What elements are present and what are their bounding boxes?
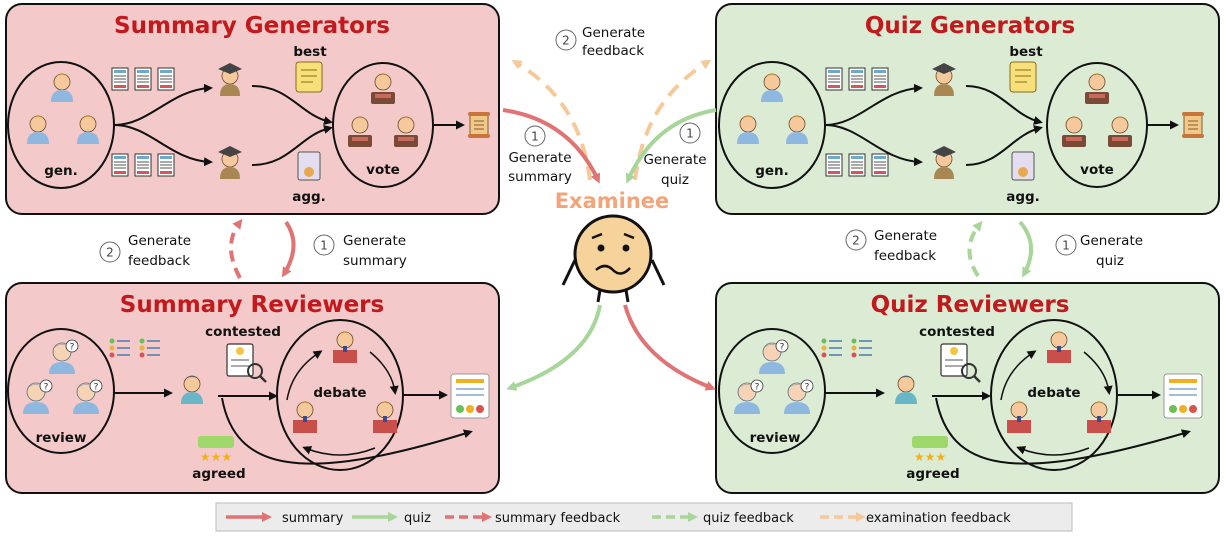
legend-examination-feedback: examination feedback xyxy=(866,511,1011,526)
legend-quiz-feedback: quiz feedback xyxy=(703,511,794,526)
contested-document-icon xyxy=(940,343,981,383)
document-stack-icon xyxy=(111,153,175,177)
agreed-label: agreed xyxy=(192,466,245,482)
gen-label: gen. xyxy=(44,163,78,179)
legend-quiz: quiz xyxy=(404,511,431,526)
document-stack-icon xyxy=(111,67,175,91)
legend-summary-feedback: summary feedback xyxy=(495,511,621,526)
generate-summary-arrow xyxy=(281,220,296,278)
svg-text:feedback: feedback xyxy=(582,43,644,59)
summary-generators-panel xyxy=(5,3,500,215)
rating-card-icon xyxy=(450,373,490,419)
summary-reviewers-panel xyxy=(5,282,500,494)
agreed-badge-icon: ★★★ xyxy=(198,436,234,464)
left-summary-label: 1 Generate summary xyxy=(313,233,407,269)
best-label: best xyxy=(293,44,327,60)
certificate-icon xyxy=(1009,61,1037,93)
agreed-label: agreed xyxy=(906,466,959,482)
svg-text:★★★: ★★★ xyxy=(914,450,946,464)
svg-text:quiz: quiz xyxy=(661,172,689,188)
top-feedback-label: 2 Generate feedback xyxy=(555,25,645,59)
svg-text:Generate: Generate xyxy=(128,233,191,249)
examination-feedback-arrows xyxy=(511,59,712,181)
quiz-to-summary-reviewers-arrow xyxy=(506,304,602,391)
contested-label: contested xyxy=(919,324,995,340)
quiz-reviewers-title: Quiz Reviewers xyxy=(871,292,1070,318)
svg-text:2: 2 xyxy=(106,246,114,260)
svg-text:1: 1 xyxy=(531,130,539,144)
generate-summary-label: 1 Generate summary xyxy=(508,125,572,185)
examinee-face-icon xyxy=(561,214,666,303)
review-label: review xyxy=(36,430,87,446)
legend: summary quiz summary feedback quiz feedb… xyxy=(215,502,1073,532)
summary-generators-title: Summary Generators xyxy=(114,13,390,39)
quiz-feedback-arrow xyxy=(967,220,983,278)
rating-card-icon xyxy=(1163,373,1203,419)
svg-text:1: 1 xyxy=(1062,239,1070,253)
examinee-label: Examinee xyxy=(555,189,670,213)
award-document-icon xyxy=(297,151,321,181)
svg-text:quiz: quiz xyxy=(1096,253,1124,269)
generate-quiz-label: 1 Generate quiz xyxy=(643,122,707,188)
debate-label: debate xyxy=(1027,385,1080,401)
svg-text:★★★: ★★★ xyxy=(200,450,232,464)
svg-text:Generate: Generate xyxy=(1080,233,1143,249)
svg-text:1: 1 xyxy=(320,239,328,253)
svg-text:2: 2 xyxy=(562,34,570,48)
right-feedback-label: 2 Generate feedback xyxy=(845,228,937,264)
left-feedback-label: 2 Generate feedback xyxy=(99,233,191,269)
svg-text:2: 2 xyxy=(852,234,860,248)
certificate-icon xyxy=(295,61,323,93)
agg-label: agg. xyxy=(1006,189,1040,205)
agreed-badge-icon: ★★★ xyxy=(912,436,948,464)
summary-feedback-arrow xyxy=(229,218,243,279)
award-document-icon xyxy=(1011,151,1035,181)
scroll-icon xyxy=(1181,111,1205,139)
review-label: review xyxy=(750,430,801,446)
svg-text:Generate: Generate xyxy=(343,233,406,249)
svg-text:Generate: Generate xyxy=(508,150,571,166)
quiz-to-examinee-arrow xyxy=(625,108,717,184)
right-quiz-label: 1 Generate quiz xyxy=(1055,233,1143,269)
contested-label: contested xyxy=(205,324,281,340)
generate-quiz-arrow xyxy=(1018,220,1033,278)
svg-text:Generate: Generate xyxy=(874,228,937,244)
agg-label: agg. xyxy=(292,189,326,205)
vote-label: vote xyxy=(366,162,400,178)
svg-text:summary: summary xyxy=(508,169,572,185)
summary-to-examinee-arrow xyxy=(502,108,600,184)
svg-text:1: 1 xyxy=(686,127,694,141)
svg-text:summary: summary xyxy=(343,253,407,269)
contested-document-icon xyxy=(226,343,267,383)
summary-reviewers-title: Summary Reviewers xyxy=(120,292,384,318)
svg-text:feedback: feedback xyxy=(128,253,190,269)
document-stack-icon xyxy=(825,153,889,177)
legend-summary: summary xyxy=(282,511,344,526)
svg-text:Generate: Generate xyxy=(582,25,645,41)
document-stack-icon xyxy=(825,67,889,91)
review-group: review xyxy=(718,328,826,454)
debate-label: debate xyxy=(313,385,366,401)
quiz-generators-title: Quiz Generators xyxy=(865,13,1075,39)
vote-label: vote xyxy=(1080,162,1114,178)
best-label: best xyxy=(1009,44,1043,60)
review-group: review xyxy=(7,328,115,454)
scroll-icon xyxy=(467,111,491,139)
svg-text:feedback: feedback xyxy=(874,248,936,264)
svg-text:Generate: Generate xyxy=(643,152,706,168)
summary-to-quiz-reviewers-arrow xyxy=(623,304,716,391)
gen-label: gen. xyxy=(755,163,789,179)
